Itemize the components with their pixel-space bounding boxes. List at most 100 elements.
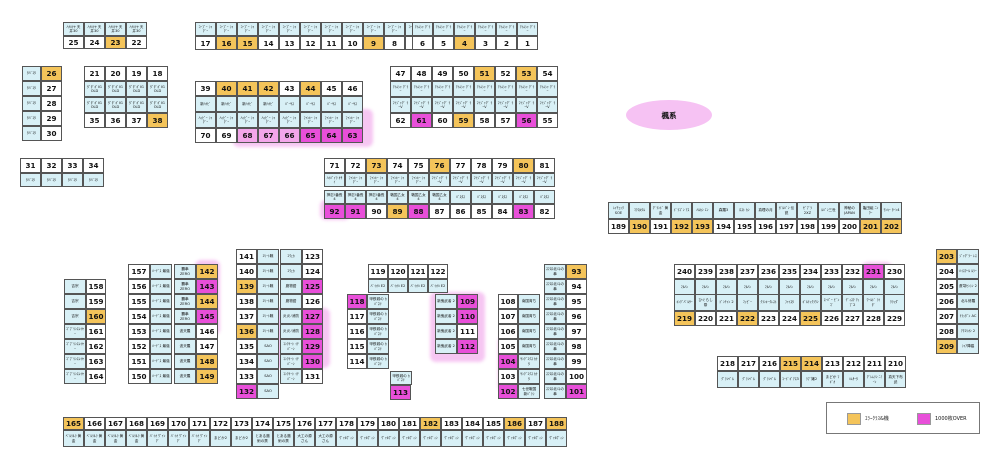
machine-83-number[interactable]: 83	[513, 204, 534, 219]
machine-106-number[interactable]: 106	[498, 324, 518, 339]
machine-82-number[interactable]: 82	[534, 204, 555, 219]
machine-86-number[interactable]: 86	[450, 204, 471, 219]
machine-215-number[interactable]: 215	[780, 356, 801, 371]
machine-85-number[interactable]: 85	[471, 204, 492, 219]
machine-205-number[interactable]: 205	[936, 279, 957, 294]
machine-10-number[interactable]: 10	[342, 36, 363, 50]
machine-188-number[interactable]: 188	[546, 417, 567, 430]
machine-59-number[interactable]: 59	[453, 113, 474, 128]
machine-90-number[interactable]: 90	[366, 204, 387, 219]
machine-150-number[interactable]: 150	[128, 369, 150, 384]
machine-147-number[interactable]: 147	[196, 339, 218, 354]
machine-170-number[interactable]: 170	[168, 417, 189, 430]
machine-221-number[interactable]: 221	[716, 311, 737, 326]
machine-19-number[interactable]: 19	[126, 66, 147, 81]
machine-100-number[interactable]: 100	[566, 369, 587, 384]
machine-202-number[interactable]: 202	[881, 219, 902, 234]
machine-232-number[interactable]: 232	[842, 264, 863, 279]
machine-60-number[interactable]: 60	[432, 113, 453, 128]
machine-55-number[interactable]: 55	[537, 113, 558, 128]
machine-70-number[interactable]: 70	[195, 128, 216, 143]
machine-137-number[interactable]: 137	[236, 309, 257, 324]
machine-159-number[interactable]: 159	[86, 294, 106, 309]
machine-210-number[interactable]: 210	[885, 356, 906, 371]
machine-142-number[interactable]: 142	[196, 264, 218, 279]
machine-134-number[interactable]: 134	[236, 354, 257, 369]
machine-67-number[interactable]: 67	[258, 128, 279, 143]
machine-33-number[interactable]: 33	[62, 158, 83, 173]
machine-20-number[interactable]: 20	[105, 66, 126, 81]
machine-196-number[interactable]: 196	[755, 219, 776, 234]
machine-218-number[interactable]: 218	[717, 356, 738, 371]
machine-96-number[interactable]: 96	[566, 309, 587, 324]
machine-119-number[interactable]: 119	[368, 264, 388, 279]
machine-17-number[interactable]: 17	[195, 36, 216, 50]
machine-43-number[interactable]: 43	[279, 81, 300, 96]
machine-15-number[interactable]: 15	[237, 36, 258, 50]
machine-41-number[interactable]: 41	[237, 81, 258, 96]
machine-54-number[interactable]: 54	[537, 66, 558, 81]
machine-173-number[interactable]: 173	[231, 417, 252, 430]
machine-227-number[interactable]: 227	[842, 311, 863, 326]
machine-236-number[interactable]: 236	[758, 264, 779, 279]
machine-114-number[interactable]: 114	[347, 354, 367, 369]
machine-204-number[interactable]: 204	[936, 264, 957, 279]
machine-165-number[interactable]: 165	[63, 417, 84, 430]
machine-94-number[interactable]: 94	[566, 279, 587, 294]
machine-108-number[interactable]: 108	[498, 294, 518, 309]
machine-167-number[interactable]: 167	[105, 417, 126, 430]
machine-216-number[interactable]: 216	[759, 356, 780, 371]
machine-110-number[interactable]: 110	[457, 309, 478, 324]
machine-180-number[interactable]: 180	[378, 417, 399, 430]
machine-72-number[interactable]: 72	[345, 158, 366, 173]
machine-103-number[interactable]: 103	[498, 369, 518, 384]
machine-6-number[interactable]: 6	[412, 36, 433, 50]
machine-172-number[interactable]: 172	[210, 417, 231, 430]
machine-9-number[interactable]: 9	[363, 36, 384, 50]
machine-23-number[interactable]: 23	[105, 36, 126, 49]
machine-68-number[interactable]: 68	[237, 128, 258, 143]
machine-163-number[interactable]: 163	[86, 354, 106, 369]
machine-129-number[interactable]: 129	[302, 339, 323, 354]
machine-65-number[interactable]: 65	[300, 128, 321, 143]
machine-12-number[interactable]: 12	[300, 36, 321, 50]
machine-116-number[interactable]: 116	[347, 324, 367, 339]
machine-192-number[interactable]: 192	[671, 219, 692, 234]
machine-124-number[interactable]: 124	[302, 264, 323, 279]
machine-56-number[interactable]: 56	[516, 113, 537, 128]
machine-135-number[interactable]: 135	[236, 339, 257, 354]
machine-178-number[interactable]: 178	[336, 417, 357, 430]
machine-21-number[interactable]: 21	[84, 66, 105, 81]
machine-191-number[interactable]: 191	[650, 219, 671, 234]
machine-29-number[interactable]: 29	[41, 111, 62, 126]
machine-51-number[interactable]: 51	[474, 66, 495, 81]
machine-182-number[interactable]: 182	[420, 417, 441, 430]
machine-35-number[interactable]: 35	[84, 113, 105, 128]
machine-179-number[interactable]: 179	[357, 417, 378, 430]
machine-212-number[interactable]: 212	[843, 356, 864, 371]
machine-222-number[interactable]: 222	[737, 311, 758, 326]
machine-30-number[interactable]: 30	[41, 126, 62, 141]
machine-25-number[interactable]: 25	[63, 36, 84, 49]
machine-128-number[interactable]: 128	[302, 324, 323, 339]
machine-123-number[interactable]: 123	[302, 249, 323, 264]
machine-93-number[interactable]: 93	[566, 264, 587, 279]
machine-130-number[interactable]: 130	[302, 354, 323, 369]
machine-231-number[interactable]: 231	[863, 264, 884, 279]
machine-133-number[interactable]: 133	[236, 369, 257, 384]
machine-37-number[interactable]: 37	[126, 113, 147, 128]
machine-214-number[interactable]: 214	[801, 356, 822, 371]
machine-58-number[interactable]: 58	[474, 113, 495, 128]
machine-88-number[interactable]: 88	[408, 204, 429, 219]
machine-203-number[interactable]: 203	[936, 249, 957, 264]
machine-127-number[interactable]: 127	[302, 309, 323, 324]
machine-112-number[interactable]: 112	[457, 339, 478, 354]
machine-79-number[interactable]: 79	[492, 158, 513, 173]
machine-153-number[interactable]: 153	[128, 324, 150, 339]
machine-189-number[interactable]: 189	[608, 219, 629, 234]
machine-92-number[interactable]: 92	[324, 204, 345, 219]
machine-39-number[interactable]: 39	[195, 81, 216, 96]
machine-154-number[interactable]: 154	[128, 309, 150, 324]
machine-228-number[interactable]: 228	[863, 311, 884, 326]
machine-3-number[interactable]: 3	[475, 36, 496, 50]
